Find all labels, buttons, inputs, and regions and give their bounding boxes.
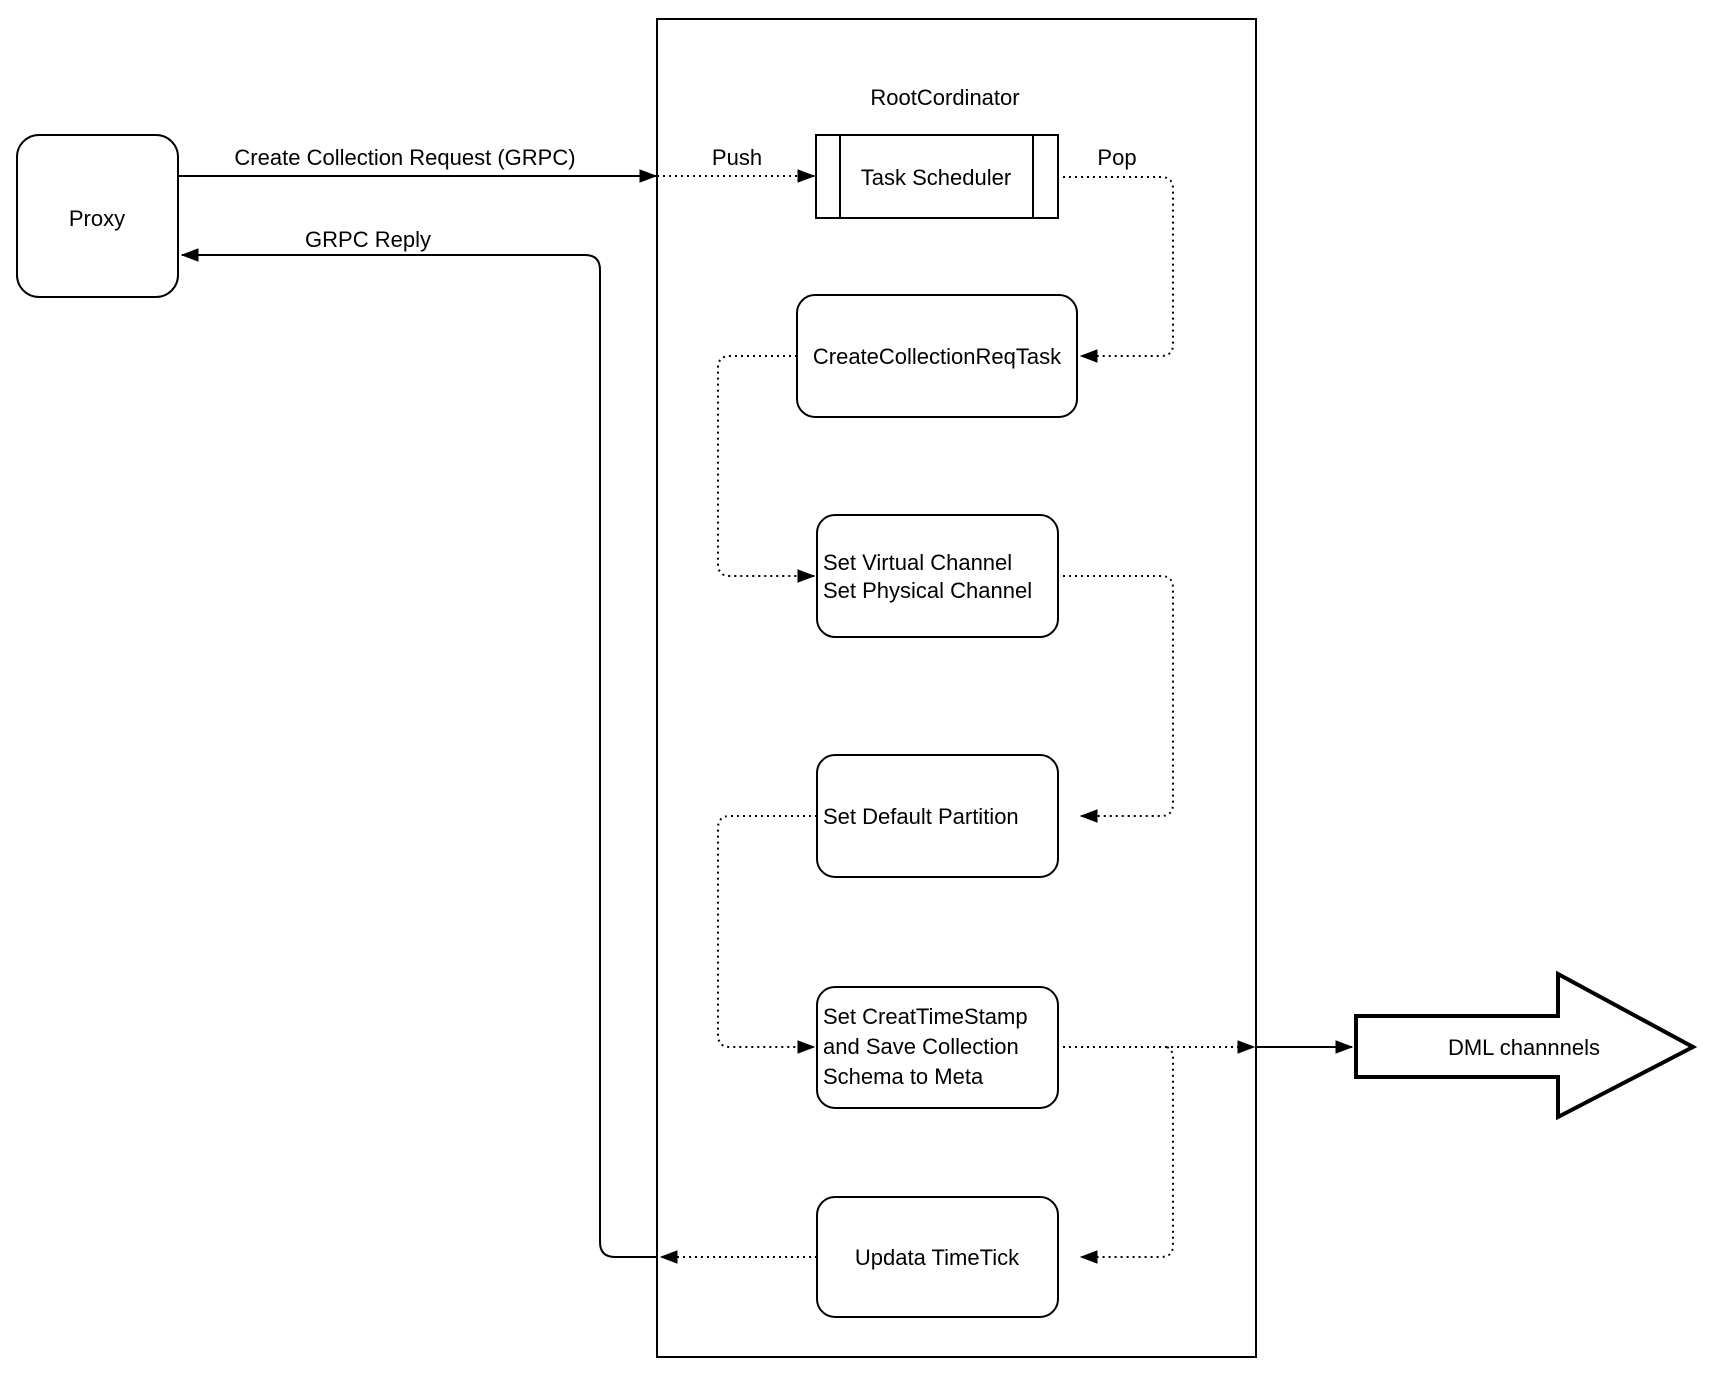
dml-channels-label: DML channnels <box>1448 1035 1600 1060</box>
set-timestamp-label-line3: Schema to Meta <box>823 1064 984 1089</box>
set-channel-label-line1: Set Virtual Channel <box>823 550 1012 575</box>
task-scheduler-box <box>815 134 1059 219</box>
set-default-partition-node: Set Default Partition <box>816 754 1059 878</box>
task-scheduler-label: Task Scheduler <box>861 165 1011 190</box>
dml-channels-arrow <box>1354 970 1698 1121</box>
update-timetick-node: Updata TimeTick <box>816 1196 1059 1318</box>
set-timestamp-node: Set CreatTimeStamp and Save Collection S… <box>816 986 1059 1109</box>
create-collection-req-task-label: CreateCollectionReqTask <box>813 344 1062 369</box>
task-scheduler-node: Task Scheduler <box>815 134 1059 219</box>
set-default-partition-label: Set Default Partition <box>823 804 1019 829</box>
edge-partition-to-timestamp <box>717 815 817 1047</box>
label-grpc-reply: GRPC Reply <box>305 227 431 252</box>
proxy-node: Proxy <box>16 134 179 298</box>
set-channel-node: Set Virtual Channel Set Physical Channel <box>816 514 1059 638</box>
create-collection-req-task-node: CreateCollectionReqTask <box>796 294 1078 418</box>
label-pop: Pop <box>1097 145 1136 170</box>
proxy-label: Proxy <box>69 206 125 231</box>
edge-pop <box>1057 176 1174 356</box>
set-channel-label-line2: Set Physical Channel <box>823 578 1032 603</box>
proxy-box <box>16 134 179 298</box>
set-timestamp-label-line2: and Save Collection <box>823 1034 1019 1059</box>
dml-channels-node: DML channnels <box>1354 970 1698 1121</box>
label-push: Push <box>712 145 762 170</box>
set-timestamp-label-line1: Set CreatTimeStamp <box>823 1004 1028 1029</box>
rootcoordinator-container <box>656 18 1257 1358</box>
rootcoordinator-title: RootCordinator <box>870 85 1019 110</box>
edge-grpc-reply <box>182 255 656 1258</box>
set-channel-box <box>816 514 1059 638</box>
edge-setchannel-to-partition <box>1057 575 1174 816</box>
label-create-collection-request: Create Collection Request (GRPC) <box>234 145 575 170</box>
update-timetick-label: Updata TimeTick <box>855 1245 1020 1270</box>
